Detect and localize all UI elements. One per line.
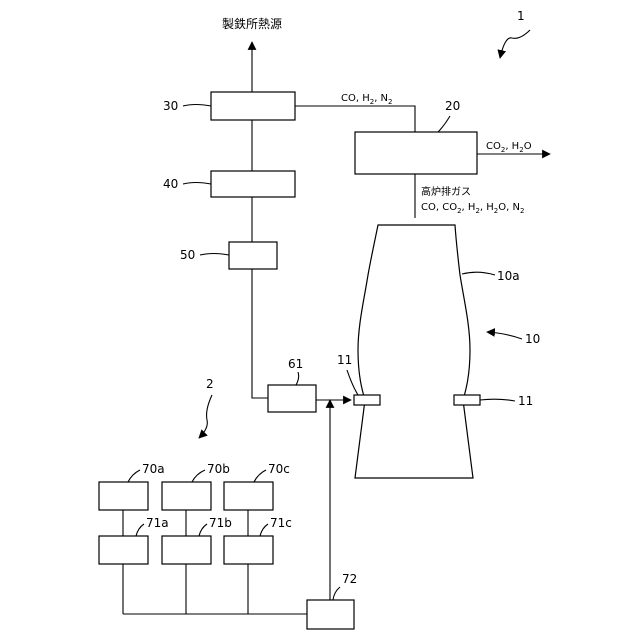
unit-72-label: 72 <box>342 572 357 586</box>
furnace-body-label: 10a <box>497 269 520 283</box>
unit-20-box <box>355 132 477 174</box>
furnace-ref-leader <box>487 332 522 339</box>
unit-20-leader <box>438 116 450 132</box>
tank-70c-box <box>224 482 273 510</box>
blast-furnace-body <box>355 225 473 478</box>
tuyere-left-leader <box>347 370 358 395</box>
furnace-ref-label: 10 <box>525 332 540 346</box>
tank-71a-box <box>99 536 148 564</box>
tank-70a-label: 70a <box>142 462 165 476</box>
tank-71b-label: 71b <box>209 516 232 530</box>
tank-70a-leader <box>128 470 140 482</box>
tank-71b-box <box>162 536 211 564</box>
system-ref-1-leader <box>500 30 530 58</box>
tank-70b-leader <box>192 470 205 482</box>
unit-50-label: 50 <box>180 248 195 262</box>
gas-label-co2-h2o: CO2, H2O <box>486 141 532 154</box>
unit-72-box <box>307 600 354 629</box>
unit-40-label: 40 <box>163 177 178 191</box>
steelworks-heat-source-label: 製鉄所熱源 <box>222 16 282 31</box>
unit-61-leader <box>296 372 299 385</box>
furnace-body-leader <box>462 272 495 275</box>
unit-61-box <box>268 385 316 412</box>
bf-gas-title: 高炉排ガス <box>421 185 471 198</box>
unit-50-box <box>229 242 277 269</box>
tank-71a-label: 71a <box>146 516 169 530</box>
tank-70a-box <box>99 482 148 510</box>
flow-line-50-61 <box>252 269 268 398</box>
tuyere-left-label: 11 <box>337 353 352 367</box>
tank-70c-label: 70c <box>268 462 290 476</box>
flow-line-30-20 <box>295 106 415 132</box>
bf-gas-composition: CO, CO2, H2, H2O, N2 <box>421 202 524 215</box>
system-ref-2: 2 <box>206 377 214 391</box>
unit-72-leader <box>333 587 340 600</box>
tuyere-right-leader <box>480 399 515 401</box>
tank-71c-box <box>224 536 273 564</box>
tank-71b-leader <box>199 524 207 536</box>
system-ref-1: 1 <box>517 9 525 23</box>
tank-71c-label: 71c <box>270 516 292 530</box>
tank-70c-leader <box>254 470 266 482</box>
system-ref-2-leader <box>199 395 212 438</box>
tuyere-right-label: 11 <box>518 394 533 408</box>
unit-30-label: 30 <box>163 99 178 113</box>
unit-40-box <box>211 171 295 197</box>
unit-30-box <box>211 92 295 120</box>
unit-61-label: 61 <box>288 357 303 371</box>
tank-70b-box <box>162 482 211 510</box>
tank-71a-leader <box>136 524 144 536</box>
unit-30-leader <box>183 105 211 107</box>
unit-40-leader <box>183 183 211 185</box>
gas-label-to-30: CO, H2, N2 <box>341 93 393 106</box>
unit-20-label: 20 <box>445 99 460 113</box>
tank-71c-leader <box>260 524 268 536</box>
tank-70b-label: 70b <box>207 462 230 476</box>
unit-50-leader <box>200 254 229 256</box>
tuyere-right <box>454 395 480 405</box>
tuyere-left <box>354 395 380 405</box>
